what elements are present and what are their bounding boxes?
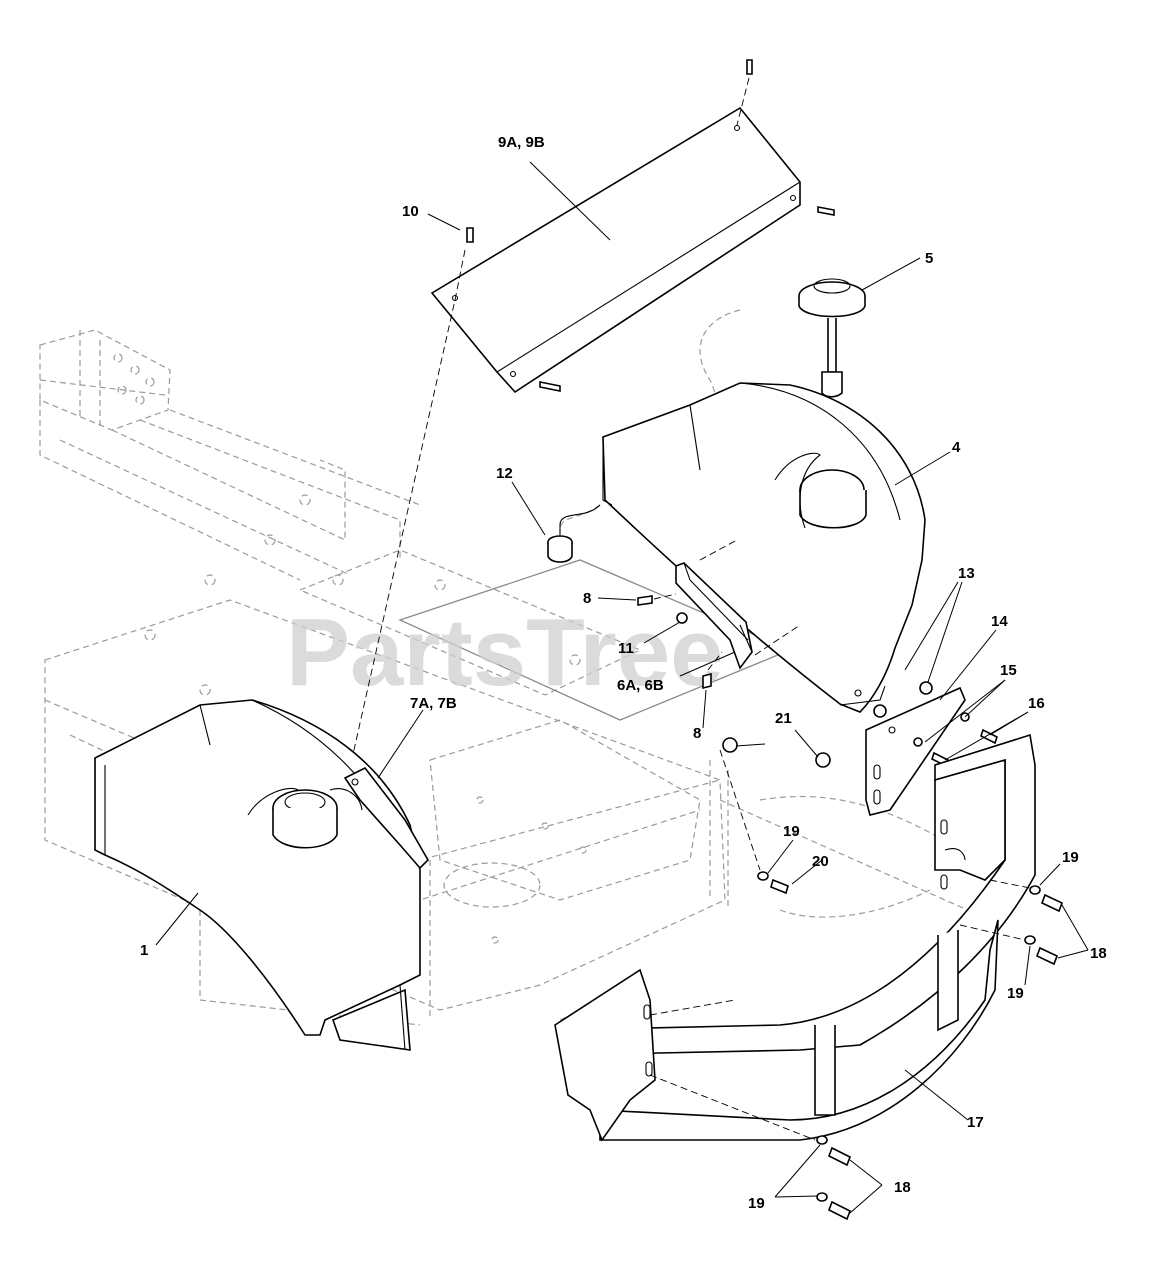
callout-19-right-upper: 19 bbox=[1062, 849, 1079, 866]
callout-8-upper: 8 bbox=[583, 590, 591, 607]
plate-14 bbox=[865, 686, 966, 816]
callout-12: 12 bbox=[496, 465, 513, 482]
callout-11: 11 bbox=[618, 640, 634, 657]
callout-18-right: 18 bbox=[1090, 945, 1107, 962]
bumper-12 bbox=[547, 504, 601, 563]
cover-plate-9 bbox=[430, 59, 835, 394]
callout-19-right-lower: 19 bbox=[1007, 985, 1024, 1002]
callout-21: 21 bbox=[775, 710, 792, 727]
callout-13: 13 bbox=[958, 565, 975, 582]
callout-10: 10 bbox=[402, 203, 419, 220]
callout-14: 14 bbox=[991, 613, 1008, 630]
callout-7a-7b: 7A, 7B bbox=[410, 695, 457, 712]
callout-15: 15 bbox=[1000, 662, 1017, 679]
washers-bolts-18-19-bottom bbox=[816, 1135, 852, 1221]
callout-5: 5 bbox=[925, 250, 933, 267]
callout-20: 20 bbox=[812, 853, 829, 870]
bracket-7 bbox=[343, 766, 429, 870]
fuel-tank-left-1 bbox=[94, 699, 421, 1051]
nut-11 bbox=[676, 612, 688, 624]
watermark-text: PartsTree bbox=[286, 599, 724, 706]
nuts-13 bbox=[873, 681, 933, 718]
bolt-8-upper bbox=[637, 593, 677, 606]
washers-bolts-18-19-right bbox=[1024, 885, 1064, 966]
leader-lines bbox=[155, 161, 1089, 1214]
attachment-lines bbox=[649, 749, 1031, 1141]
bracket-6 bbox=[675, 539, 801, 670]
nuts-21 bbox=[722, 737, 831, 768]
washer-bolt-19-20 bbox=[757, 871, 789, 895]
callout-19-middle: 19 bbox=[783, 823, 800, 840]
callout-9a-9b: 9A, 9B bbox=[498, 134, 545, 151]
bolt-10 bbox=[344, 227, 474, 791]
fuel-cap-gauge-5 bbox=[798, 278, 866, 398]
front-bumper-17 bbox=[554, 733, 1036, 1142]
callout-6a-6b: 6A, 6B bbox=[617, 677, 664, 694]
callout-18-bottom: 18 bbox=[894, 1179, 911, 1196]
callout-16: 16 bbox=[1028, 695, 1045, 712]
callout-1: 1 bbox=[140, 942, 148, 959]
callout-17: 17 bbox=[967, 1114, 984, 1131]
callout-19-bottom: 19 bbox=[748, 1195, 765, 1212]
callout-8-lower: 8 bbox=[693, 725, 701, 742]
callouts: 9A, 9B 10 5 4 12 13 14 15 16 8 11 6A, 6B… bbox=[140, 134, 1107, 1212]
fuel-tank-right-4 bbox=[602, 382, 926, 713]
callout-4: 4 bbox=[952, 439, 961, 456]
